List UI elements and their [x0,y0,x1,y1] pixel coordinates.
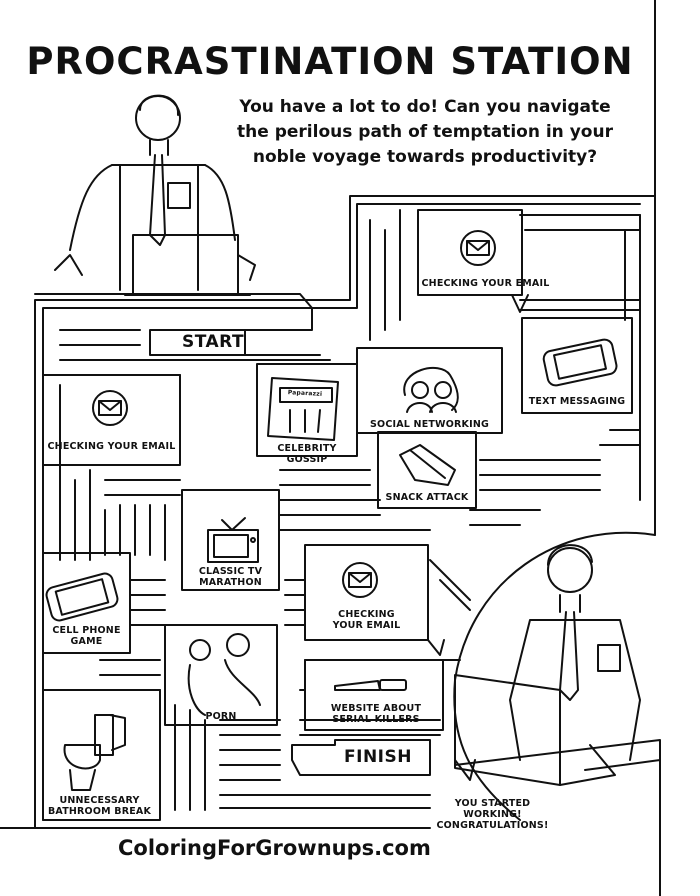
maze-outer-wall [35,196,655,828]
email-icon-mid [343,563,377,597]
finish-arrow [292,740,430,775]
page-title: PROCRASTINATION STATION [26,40,634,83]
cell-phone-icon [45,572,119,622]
box-serial-killers [305,660,443,730]
intro-line-1: You have a lot to do! Can you navigate [239,97,611,117]
magazine-icon [268,378,338,440]
label-email-mid-line-2: YOUR EMAIL [332,620,401,631]
email-icon-left [93,391,127,425]
box-classic-tv [182,490,279,590]
box-bathroom [43,690,160,820]
start-desk [35,294,320,355]
congratulations-line-2: CONGRATULATIONS! [436,820,549,831]
box-text-messaging [522,318,632,413]
finish-label: FINISH [344,747,412,767]
label-cell-phone-line-1: CELL PHONE [52,625,121,636]
label-cell-phone: CELL PHONE GAME [43,625,130,647]
snack-bar-icon [400,445,455,485]
label-celebrity-gossip: CELEBRITY GOSSIP [277,443,337,465]
knife-icon [335,680,406,690]
box-celebrity-gossip [257,364,357,456]
label-text-messaging: TEXT MESSAGING [528,396,626,407]
social-networking-icon [404,368,458,412]
congratulations-message: YOU STARTED WORKING! CONGRATULATIONS! [430,798,555,831]
label-snack-attack: SNACK ATTACK [385,492,469,503]
box-email-top [418,210,522,295]
laptop-start [125,235,250,295]
finish-desk [455,740,660,896]
label-classic-tv-line-1: CLASSIC TV [198,566,263,577]
label-email-mid-line-1: CHECKING [338,609,395,620]
congratulations-line-1: YOU STARTED WORKING! [454,798,531,820]
box-email-left [43,375,180,465]
label-classic-tv-line-2: MARATHON [199,577,262,588]
television-icon [208,518,258,562]
start-label: START [182,332,245,352]
box-porn [165,625,277,725]
intro-text: You have a lot to do! Can you navigate t… [200,95,650,170]
label-classic-tv: CLASSIC TV MARATHON [182,566,279,588]
label-cell-phone-line-2: GAME [70,636,103,647]
label-email-left: CHECKING YOUR EMAIL [47,441,176,452]
label-bathroom-line-1: UNNECESSARY [59,795,140,806]
maze-outer-wall-2 [43,204,640,820]
couple-illustration [189,634,260,715]
box-snack-attack [378,432,476,508]
intro-line-2: the perilous path of temptation in your [237,122,613,142]
label-social-networking: SOCIAL NETWORKING [370,419,489,430]
label-serial-killers-line-1: WEBSITE ABOUT [330,703,422,714]
box-cell-phone [43,553,130,653]
toilet-icon [65,715,125,790]
label-email-mid: CHECKING YOUR EMAIL [305,609,428,631]
page-border [0,0,655,828]
intro-line-3: noble voyage towards productivity? [252,147,598,167]
label-serial-killers: WEBSITE ABOUT SERIAL KILLERS [316,703,436,725]
label-email-top: CHECKING YOUR EMAIL [421,278,550,289]
label-porn: PORN [205,711,237,722]
label-bathroom-line-2: BATHROOM BREAK [47,806,152,817]
businessman-finish [510,545,640,760]
start-arrow [160,330,245,355]
footer-website: ColoringForGrownups.com [118,836,431,860]
box-email-mid [305,545,428,640]
smartphone-icon [542,338,618,387]
label-bathroom: UNNECESSARY BATHROOM BREAK [37,795,162,817]
email-icon-top [461,231,495,265]
laptop-finish [455,675,615,785]
label-serial-killers-line-2: SERIAL KILLERS [332,714,420,725]
businessman-start [55,96,255,290]
finish-circle [454,533,655,820]
